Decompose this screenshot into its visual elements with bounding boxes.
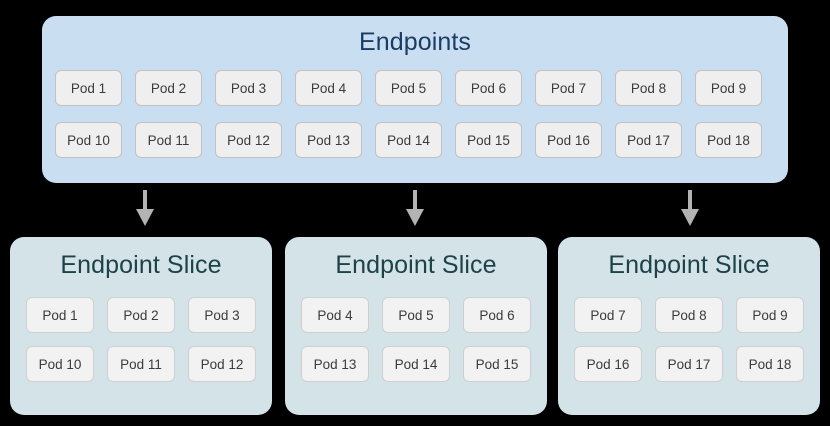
pod-box: Pod 13 <box>301 346 369 382</box>
pod-box: Pod 12 <box>215 122 282 158</box>
pod-box: Pod 10 <box>26 346 94 382</box>
pod-box: Pod 3 <box>188 297 256 333</box>
down-arrow-icon <box>406 190 424 226</box>
endpoint-slice-title: Endpoint Slice <box>608 251 770 279</box>
endpoints-panel: Endpoints Pod 1 Pod 2 Pod 3 Pod 4 Pod 5 … <box>42 16 788 183</box>
pod-box: Pod 2 <box>135 70 202 106</box>
pod-box: Pod 1 <box>26 297 94 333</box>
pod-box: Pod 13 <box>295 122 362 158</box>
pod-box: Pod 6 <box>463 297 531 333</box>
endpoint-slice-title: Endpoint Slice <box>335 251 497 279</box>
arrow-to-slice-2 <box>404 190 426 226</box>
arrow-to-slice-1 <box>134 190 156 226</box>
pod-box: Pod 17 <box>615 122 682 158</box>
pod-box: Pod 16 <box>535 122 602 158</box>
pod-box: Pod 14 <box>375 122 442 158</box>
pod-box: Pod 12 <box>188 346 256 382</box>
slice-pod-row: Pod 13 Pod 14 Pod 15 <box>301 346 531 382</box>
pod-box: Pod 9 <box>695 70 762 106</box>
pod-box: Pod 15 <box>455 122 522 158</box>
pod-box: Pod 15 <box>463 346 531 382</box>
pod-box: Pod 9 <box>736 297 804 333</box>
endpoints-pod-row: Pod 1 Pod 2 Pod 3 Pod 4 Pod 5 Pod 6 Pod … <box>55 70 775 106</box>
pod-box: Pod 18 <box>695 122 762 158</box>
endpoint-slice-panel-2: Endpoint Slice Pod 4 Pod 5 Pod 6 Pod 13 … <box>285 237 547 415</box>
pod-box: Pod 5 <box>382 297 450 333</box>
endpoint-slice-panel-1: Endpoint Slice Pod 1 Pod 2 Pod 3 Pod 10 … <box>10 237 272 415</box>
pod-box: Pod 3 <box>215 70 282 106</box>
arrow-to-slice-3 <box>679 190 701 226</box>
pod-box: Pod 2 <box>107 297 175 333</box>
slice-pod-grid: Pod 4 Pod 5 Pod 6 Pod 13 Pod 14 Pod 15 <box>301 297 531 382</box>
endpoint-slice-panel-3: Endpoint Slice Pod 7 Pod 8 Pod 9 Pod 16 … <box>558 237 820 415</box>
pod-box: Pod 1 <box>55 70 122 106</box>
slice-pod-row: Pod 7 Pod 8 Pod 9 <box>574 297 804 333</box>
slice-pod-row: Pod 10 Pod 11 Pod 12 <box>26 346 256 382</box>
slice-pod-row: Pod 4 Pod 5 Pod 6 <box>301 297 531 333</box>
pod-box: Pod 14 <box>382 346 450 382</box>
pod-box: Pod 18 <box>736 346 804 382</box>
endpoints-title: Endpoints <box>358 28 472 56</box>
pod-box: Pod 7 <box>535 70 602 106</box>
pod-box: Pod 16 <box>574 346 642 382</box>
down-arrow-icon <box>136 190 154 226</box>
pod-box: Pod 8 <box>655 297 723 333</box>
pod-box: Pod 4 <box>295 70 362 106</box>
pod-box: Pod 7 <box>574 297 642 333</box>
slice-pod-row: Pod 1 Pod 2 Pod 3 <box>26 297 256 333</box>
slice-pod-row: Pod 16 Pod 17 Pod 18 <box>574 346 804 382</box>
pod-box: Pod 17 <box>655 346 723 382</box>
pod-box: Pod 8 <box>615 70 682 106</box>
pod-box: Pod 11 <box>135 122 202 158</box>
pod-box: Pod 4 <box>301 297 369 333</box>
pod-box: Pod 5 <box>375 70 442 106</box>
pod-box: Pod 11 <box>107 346 175 382</box>
down-arrow-icon <box>681 190 699 226</box>
pod-box: Pod 6 <box>455 70 522 106</box>
pod-box: Pod 10 <box>55 122 122 158</box>
slice-pod-grid: Pod 1 Pod 2 Pod 3 Pod 10 Pod 11 Pod 12 <box>26 297 256 382</box>
endpoint-slice-title: Endpoint Slice <box>60 251 222 279</box>
endpoints-pod-grid: Pod 1 Pod 2 Pod 3 Pod 4 Pod 5 Pod 6 Pod … <box>55 70 775 158</box>
slice-pod-grid: Pod 7 Pod 8 Pod 9 Pod 16 Pod 17 Pod 18 <box>574 297 804 382</box>
endpoints-pod-row: Pod 10 Pod 11 Pod 12 Pod 13 Pod 14 Pod 1… <box>55 122 775 158</box>
